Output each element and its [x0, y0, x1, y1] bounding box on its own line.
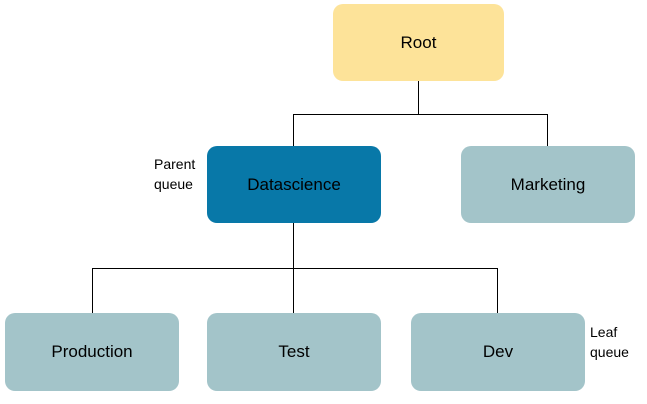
- node-marketing-label: Marketing: [510, 174, 586, 194]
- node-datascience: Datascience: [207, 146, 381, 223]
- node-test: Test: [207, 313, 381, 391]
- node-production: Production: [5, 313, 179, 391]
- node-root-label: Root: [400, 32, 437, 52]
- annotation-leaf-queue-line2: queue: [590, 344, 629, 360]
- node-dev: Dev: [411, 313, 585, 391]
- node-datascience-label: Datascience: [247, 174, 341, 194]
- node-dev-label: Dev: [482, 342, 514, 361]
- annotation-leaf-queue: Leaf queue: [590, 322, 629, 362]
- node-test-label: Test: [278, 342, 310, 361]
- annotation-parent-queue-line2: queue: [154, 176, 193, 192]
- annotation-parent-queue: Parent queue: [154, 154, 195, 194]
- annotation-parent-queue-line1: Parent: [154, 156, 196, 172]
- node-production-label: Production: [51, 342, 133, 361]
- node-marketing: Marketing: [461, 146, 635, 223]
- node-root: Root: [333, 4, 504, 81]
- annotation-leaf-queue-line1: Leaf: [590, 324, 618, 340]
